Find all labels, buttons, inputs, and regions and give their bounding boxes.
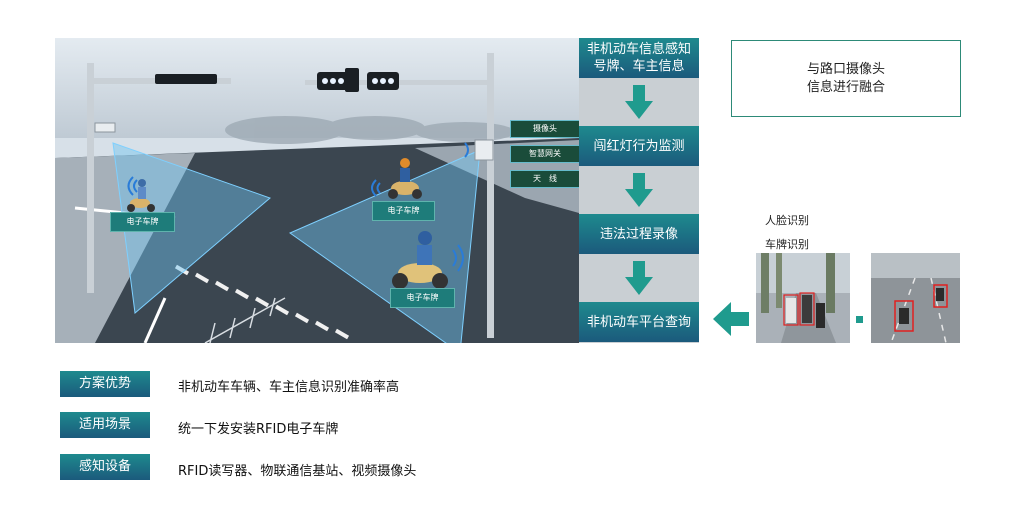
plate-recognition-label: 车牌识别: [765, 238, 809, 251]
step-info-sensing-label: 非机动车信息感知号牌、车主信息: [587, 42, 692, 74]
separator-dot: [856, 316, 863, 323]
step-red-light-monitor-label: 闯红灯行为监测: [593, 138, 685, 154]
left-arrow-icon: [713, 302, 749, 336]
face-recognition-label: 人脸识别: [765, 214, 809, 227]
step-platform-query: 非机动车平台查询: [579, 302, 699, 342]
scenario-text: 统一下发安装RFID电子车牌: [178, 422, 339, 437]
step-violation-recording: 违法过程录像: [579, 214, 699, 254]
process-flow: 非机动车信息感知号牌、车主信息 闯红灯行为监测 违法过程录像 非机动车平台查询: [579, 38, 699, 343]
advantage-text: 非机动车车辆、车主信息识别准确率高: [178, 380, 400, 395]
gateway-sign: 智慧网关: [510, 145, 579, 163]
face-recognition-photo: [756, 253, 850, 343]
fusion-line-1: 与路口摄像头: [806, 61, 885, 77]
electronic-plate-label-1: 电子车牌: [110, 212, 175, 232]
electronic-plate-label-2: 电子车牌: [372, 201, 435, 221]
antenna-sign: 天 线: [510, 170, 579, 188]
scenario-tag: 适用场景: [60, 412, 150, 438]
step-info-sensing: 非机动车信息感知号牌、车主信息: [579, 38, 699, 78]
camera-fusion-box: 与路口摄像头 信息进行融合: [731, 40, 961, 117]
intersection-illustration: [55, 38, 579, 343]
down-arrow-icon: [625, 173, 653, 207]
fusion-line-2: 信息进行融合: [806, 79, 885, 95]
plate-recognition-photo: [871, 253, 960, 343]
devices-text: RFID读写器、物联通信基站、视频摄像头: [178, 464, 417, 479]
intersection-scene: 电子车牌 电子车牌 电子车牌 摄像头 智慧网关 天 线: [55, 38, 579, 343]
advantage-tag: 方案优势: [60, 371, 150, 397]
step-platform-query-label: 非机动车平台查询: [586, 314, 691, 330]
devices-tag: 感知设备: [60, 454, 150, 480]
camera-sign: 摄像头: [510, 120, 579, 138]
down-arrow-icon: [625, 261, 653, 295]
down-arrow-icon: [625, 85, 653, 119]
step-violation-recording-label: 违法过程录像: [599, 226, 678, 242]
step-red-light-monitor: 闯红灯行为监测: [579, 126, 699, 166]
electronic-plate-label-3: 电子车牌: [390, 288, 455, 308]
